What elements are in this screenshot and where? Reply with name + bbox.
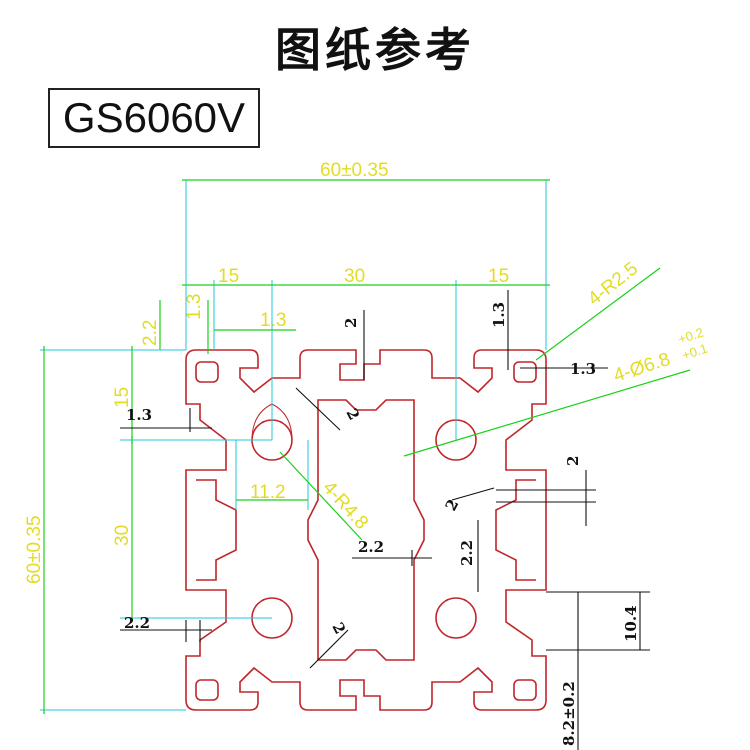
extension-lines	[40, 180, 547, 711]
callout-hole: 4-Ø6.8	[611, 349, 673, 387]
dim-2-bottom: 2	[328, 619, 349, 637]
dim-2-2-right: 2.2	[458, 540, 476, 566]
dim-overall-height: 60±0.35	[24, 515, 45, 584]
dim-2-web-r: 2	[442, 496, 463, 514]
dim-2-2-center: 2.2	[358, 538, 384, 556]
dim-top-left-15: 15	[218, 266, 239, 287]
callout-fillet: 4-R4.8	[318, 477, 372, 533]
black-dimension-lines	[120, 290, 650, 750]
dim-top-mid-30: 30	[344, 266, 365, 287]
model-text: GS6060V	[62, 94, 246, 141]
model-label: GS6060V	[48, 88, 260, 148]
dim-2-2-left-bottom: 2.2	[124, 614, 150, 632]
page-title: 图纸参考	[275, 23, 475, 77]
profile-outline	[185, 349, 547, 711]
dim-black-1-3-right: 1.3	[570, 360, 596, 378]
dim-black-1-3-topright: 1.3	[490, 302, 508, 328]
dimension-lines	[43, 179, 691, 714]
dim-2-web-tl: 2	[342, 405, 363, 423]
dim-8-2: 8.2±0.2	[560, 681, 578, 746]
dim-2-right: 2	[564, 456, 582, 466]
hole-bottom-right	[435, 597, 477, 639]
dim-left-15: 15	[112, 387, 133, 408]
dim-yellow-1-3-top: 1.3	[184, 294, 205, 320]
dim-left-30: 30	[112, 525, 133, 546]
dim-overall-width: 60±0.35	[320, 160, 389, 181]
dim-black-1-3-left: 1.3	[126, 406, 152, 424]
dim-left-2-2: 2.2	[140, 320, 161, 346]
dim-top-right-15: 15	[488, 266, 509, 287]
dim-10-4: 10.4	[622, 605, 640, 642]
dim-2-top: 2	[342, 318, 360, 328]
dim-yellow-1-3-inner: 1.3	[260, 310, 286, 331]
dim-11-2: 11.2	[250, 482, 286, 503]
